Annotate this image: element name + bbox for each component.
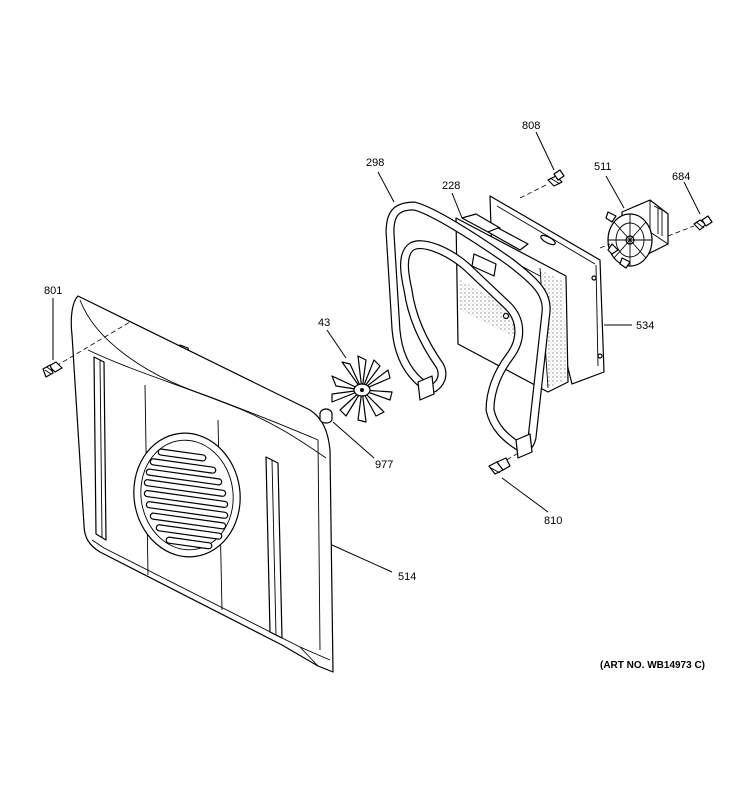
callout-534: 534 bbox=[636, 320, 654, 332]
convection-motor bbox=[605, 199, 669, 269]
leader-808 bbox=[535, 131, 555, 171]
motor-mount-axis bbox=[599, 243, 611, 249]
fan-blade bbox=[331, 355, 393, 423]
callout-514: 514 bbox=[398, 571, 416, 583]
callout-801: 801 bbox=[44, 285, 62, 297]
motor-mounting-box bbox=[455, 195, 605, 393]
vent-grille bbox=[133, 432, 241, 558]
rear-cover-panel bbox=[70, 295, 334, 673]
nut-977 bbox=[319, 408, 333, 424]
callout-43: 43 bbox=[318, 317, 330, 329]
callout-684: 684 bbox=[672, 171, 690, 183]
screw-801 bbox=[42, 321, 131, 378]
leader-977 bbox=[332, 421, 375, 459]
screw-808 bbox=[519, 169, 565, 199]
leader-810 bbox=[501, 477, 549, 513]
screw-810 bbox=[488, 451, 521, 475]
callout-977: 977 bbox=[375, 459, 393, 471]
leader-684 bbox=[683, 181, 701, 215]
callout-298: 298 bbox=[366, 157, 384, 169]
screw-684 bbox=[667, 215, 713, 237]
leader-514 bbox=[331, 544, 393, 573]
art-number: (ART NO. WB14973 C) bbox=[600, 660, 705, 671]
leader-228 bbox=[451, 192, 463, 219]
callout-810: 810 bbox=[544, 515, 562, 527]
leader-298 bbox=[377, 171, 395, 203]
callout-808: 808 bbox=[522, 120, 540, 132]
callout-228: 228 bbox=[442, 180, 460, 192]
leader-511 bbox=[605, 175, 625, 209]
heating-element bbox=[385, 201, 551, 459]
leader-43 bbox=[326, 329, 347, 359]
callout-511: 511 bbox=[594, 161, 612, 173]
